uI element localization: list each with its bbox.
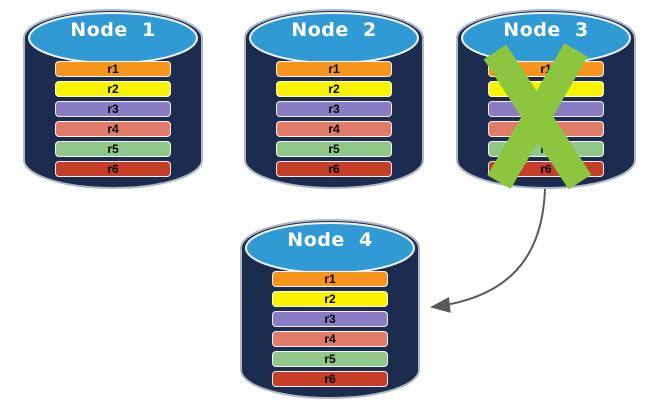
node-3: Node 3 r1 r2 r3 r4 r5 r6	[455, 6, 637, 192]
row-r5: r5	[272, 351, 388, 367]
node-title: Node 2	[291, 19, 377, 41]
arrow-curve	[430, 188, 546, 313]
row-r3: r3	[276, 101, 392, 117]
row-r5: r5	[55, 141, 171, 157]
row-r4: r4	[272, 331, 388, 347]
row-r4: r4	[276, 121, 392, 137]
row-list: r1 r2 r3 r4 r5 r6	[276, 61, 392, 177]
row-list: r1 r2 r3 r4 r5 r6	[55, 61, 171, 177]
row-r1: r1	[272, 271, 388, 287]
node-title: Node 3	[503, 19, 589, 41]
row-r6: r6	[272, 371, 388, 387]
row-r2: r2	[272, 291, 388, 307]
row-r1: r1	[55, 61, 171, 77]
row-r6: r6	[276, 161, 392, 177]
node-2: Node 2 r1 r2 r3 r4 r5 r6	[243, 6, 425, 192]
x-mark-icon	[483, 43, 592, 190]
row-r6: r6	[55, 161, 171, 177]
node-4: Node 4 r1 r2 r3 r4 r5 r6	[239, 216, 421, 402]
row-r4: r4	[55, 121, 171, 137]
node-title: Node 4	[287, 229, 373, 251]
row-r5: r5	[276, 141, 392, 157]
node-title: Node 1	[70, 19, 156, 41]
row-r2: r2	[276, 81, 392, 97]
row-list: r1 r2 r3 r4 r5 r6	[272, 271, 388, 387]
row-r3: r3	[55, 101, 171, 117]
row-r1: r1	[276, 61, 392, 77]
row-r2: r2	[55, 81, 171, 97]
row-r3: r3	[272, 311, 388, 327]
node-1: Node 1 r1 r2 r3 r4 r5 r6	[22, 6, 204, 192]
